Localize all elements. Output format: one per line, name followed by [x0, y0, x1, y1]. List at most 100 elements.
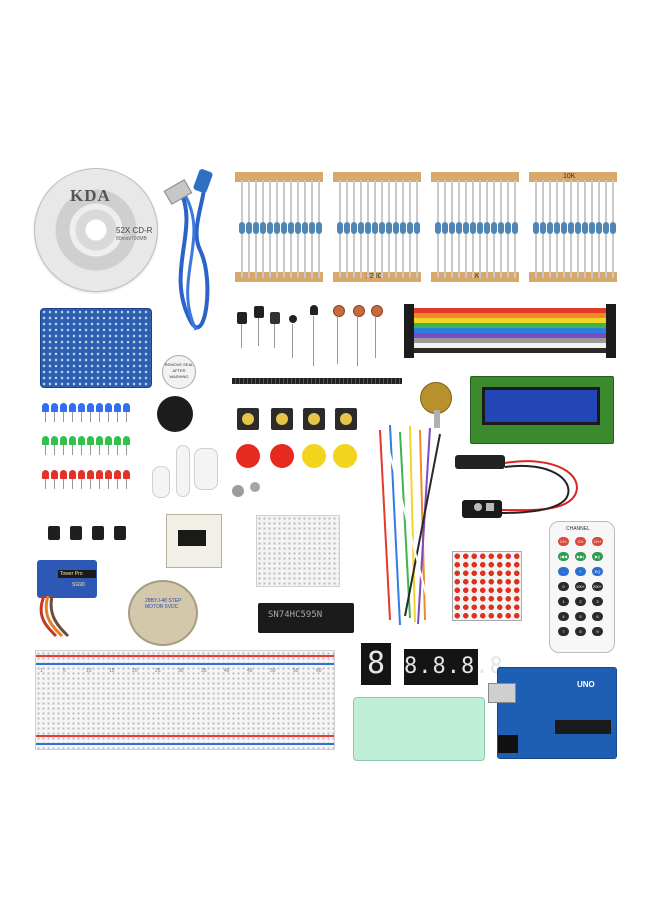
lcd-screen — [482, 387, 600, 425]
led — [87, 436, 94, 445]
photoresistor-leg — [375, 316, 376, 358]
led-leg — [81, 479, 82, 489]
remote-button: ▶|| — [592, 552, 603, 561]
led-leg — [54, 479, 55, 489]
led — [105, 470, 112, 479]
remote-button: 200+ — [592, 582, 603, 591]
remote-button-label: 4 — [562, 614, 565, 619]
resistor-body — [337, 222, 343, 234]
resistor-body — [477, 222, 483, 234]
led — [114, 436, 121, 445]
resistor-label: 1K — [471, 273, 480, 280]
remote-button-label: 2 — [579, 599, 582, 604]
led — [51, 470, 58, 479]
usb-cable — [178, 179, 210, 331]
led — [123, 436, 130, 445]
resistor-body — [351, 222, 357, 234]
remote-button: ▶▶| — [575, 552, 586, 561]
resistor-body — [267, 222, 273, 234]
photoresistor — [371, 305, 383, 317]
led-leg — [117, 479, 118, 489]
resistor-body — [253, 222, 259, 234]
led — [42, 403, 49, 412]
remote-button: 9 — [592, 627, 603, 636]
led-matrix — [452, 551, 522, 621]
led-leg — [99, 412, 100, 422]
led-leg — [45, 479, 46, 489]
remote-button-label: CH+ — [593, 539, 602, 544]
button-cap-red — [236, 444, 260, 468]
remote-button-label: - — [562, 569, 565, 574]
remote-button: 6 — [592, 612, 603, 621]
resistor-strip — [235, 172, 323, 284]
led-leg — [108, 412, 109, 422]
led — [96, 403, 103, 412]
resistor-body — [456, 222, 462, 234]
remote-button: CH+ — [592, 537, 603, 546]
photoresistor-leg — [357, 316, 358, 366]
ic-label: SN74HC595N — [268, 610, 323, 620]
breadboard-column-number: 15 — [109, 668, 115, 674]
photo-led — [310, 305, 318, 315]
remote-button-label: CH- — [559, 539, 568, 544]
resistor-body — [358, 222, 364, 234]
remote-button-label: CH — [577, 539, 584, 544]
resistor-label: 10K — [563, 173, 576, 180]
resistor-body — [603, 222, 609, 234]
breadboard-column-number: 35 — [201, 668, 207, 674]
resistor-body — [379, 222, 385, 234]
resistor-body — [372, 222, 378, 234]
resistor-body — [288, 222, 294, 234]
micro-servo — [37, 560, 97, 598]
uno-microcontroller — [555, 720, 611, 734]
jumper-cap — [114, 526, 126, 540]
resistor-body — [260, 222, 266, 234]
cd-capacity-label: 80min/700MB — [116, 236, 147, 242]
led — [42, 436, 49, 445]
led — [69, 403, 76, 412]
led-leg — [117, 412, 118, 422]
sensor-leg — [274, 324, 275, 348]
led — [42, 470, 49, 479]
cd-disc — [34, 168, 158, 292]
button-cap-yellow — [302, 444, 326, 468]
remote-button: 100+ — [575, 582, 586, 591]
resistor-body — [547, 222, 553, 234]
resistor-body — [554, 222, 560, 234]
tact-switch — [335, 408, 357, 430]
resistor-body — [442, 222, 448, 234]
led-leg — [45, 445, 46, 455]
resistor-body — [344, 222, 350, 234]
component-box — [353, 697, 485, 761]
screw — [232, 485, 244, 497]
led — [123, 403, 130, 412]
breadboard-column-number: 20 — [132, 668, 138, 674]
remote-button-label: 7 — [562, 629, 565, 634]
uno-logo: UNO — [577, 680, 595, 689]
led — [114, 470, 121, 479]
led-leg — [90, 412, 91, 422]
resistor-body — [505, 222, 511, 234]
breadboard-column-number: 40 — [224, 668, 230, 674]
led-leg — [117, 445, 118, 455]
led-leg — [126, 412, 127, 422]
resistor-body — [568, 222, 574, 234]
breadboard-column-number: 30 — [178, 668, 184, 674]
led — [123, 470, 130, 479]
jumper-wire-bundle — [379, 424, 441, 626]
resistor-body — [239, 222, 245, 234]
transistor — [254, 306, 264, 318]
led — [69, 436, 76, 445]
remote-button-label: 8 — [579, 629, 582, 634]
cd-type-label: 52X CD-R — [116, 226, 153, 235]
resistor-body — [435, 222, 441, 234]
remote-button: 0 — [558, 582, 569, 591]
resistor-body — [491, 222, 497, 234]
tact-switch — [237, 408, 259, 430]
jumper-cap — [92, 526, 104, 540]
resistor-body — [449, 222, 455, 234]
photoresistor — [353, 305, 365, 317]
remote-button: 3 — [592, 597, 603, 606]
jumper-cap — [70, 526, 82, 540]
led-leg — [63, 479, 64, 489]
